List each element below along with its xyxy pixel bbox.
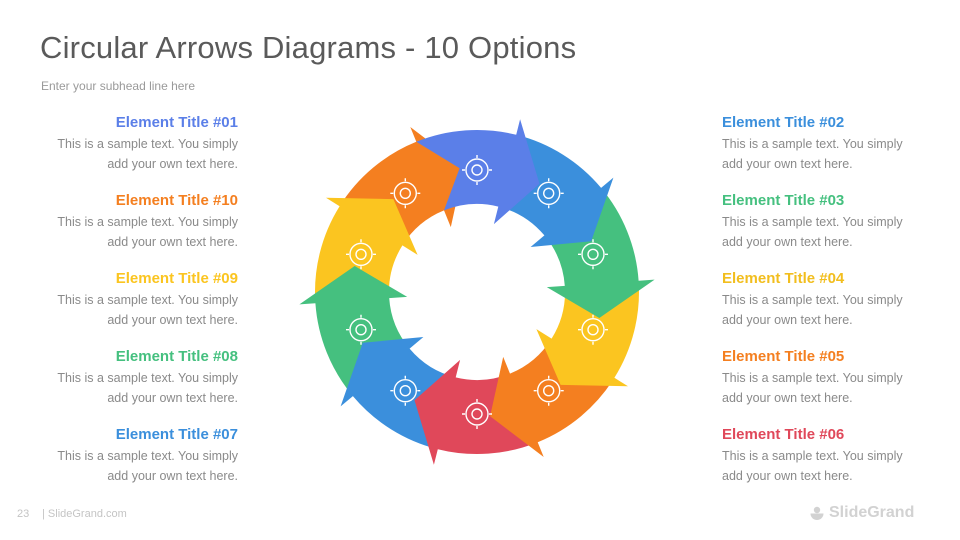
element-08-text: This is a sample text. You simply add yo… [57, 371, 238, 405]
arrow-icons [346, 155, 608, 429]
element-06-title: Element Title #06 [722, 426, 845, 443]
element-08-title: Element Title #08 [115, 348, 238, 365]
arrow-segment-06 [414, 359, 538, 465]
element-10-text: This is a sample text. You simply add yo… [57, 215, 238, 249]
arrow-segment-01 [416, 119, 540, 225]
arrow-segment-07 [340, 337, 456, 450]
footer-site-link[interactable]: | SlideGrand.com [42, 508, 127, 520]
trophy-hand-icon [390, 178, 421, 209]
gear-cycle-icon [346, 239, 376, 270]
element-05-text: This is a sample text. You simply add yo… [722, 371, 903, 405]
slidegrand-logo-icon [810, 506, 824, 520]
element-07-title: Element Title #07 [115, 426, 238, 443]
element-02-title: Element Title #02 [722, 114, 845, 131]
element-04-text: This is a sample text. You simply add yo… [722, 293, 903, 327]
element-07-text: This is a sample text. You simply add yo… [57, 449, 238, 483]
element-04-title: Element Title #04 [722, 270, 845, 287]
element-09-text: This is a sample text. You simply add yo… [57, 293, 238, 327]
element-03-text: This is a sample text. You simply add yo… [722, 215, 903, 249]
element-02-block: Element Title #02 This is a sample text.… [722, 114, 932, 174]
head-gears-icon [390, 375, 421, 406]
element-03-title: Element Title #03 [722, 192, 845, 209]
element-06-text: This is a sample text. You simply add yo… [722, 449, 903, 483]
growth-chart-icon [346, 314, 376, 345]
lightbulb-puzzle-icon [462, 155, 492, 185]
element-05-block: Element Title #05 This is a sample text.… [722, 348, 932, 408]
element-08-block: Element Title #08 This is a sample text.… [28, 348, 238, 408]
clipboard-check-icon [578, 239, 608, 270]
chess-gear-icon [533, 178, 564, 209]
element-01-title: Element Title #01 [115, 114, 238, 131]
arrow-segment-08 [299, 266, 410, 397]
brand-logo-text: SlideGrand [829, 504, 915, 521]
page-subhead: Enter your subhead line here [41, 79, 196, 93]
element-03-block: Element Title #03 This is a sample text.… [722, 192, 932, 252]
element-10-block: Element Title #10 This is a sample text.… [28, 192, 238, 252]
element-01-block: Element Title #01 This is a sample text.… [28, 114, 238, 174]
arrow-segment-05 [490, 338, 615, 457]
element-06-block: Element Title #06 This is a sample text.… [722, 426, 932, 486]
target-audience-icon [462, 399, 492, 429]
element-07-block: Element Title #07 This is a sample text.… [28, 426, 238, 486]
arrow-segment-02 [498, 134, 614, 247]
element-02-text: This is a sample text. You simply add yo… [722, 137, 903, 171]
element-05-title: Element Title #05 [722, 348, 845, 365]
arrow-segment-03 [544, 187, 655, 318]
handshake-team-icon [578, 314, 608, 345]
element-09-title: Element Title #09 [115, 270, 238, 287]
element-04-block: Element Title #04 This is a sample text.… [722, 270, 932, 330]
arrow-segments [299, 119, 655, 465]
element-01-text: This is a sample text. You simply add yo… [57, 137, 238, 171]
page-number: 23 [17, 508, 30, 520]
idea-gear-process-icon [533, 375, 564, 406]
arrow-segment-10 [339, 127, 464, 246]
element-09-block: Element Title #09 This is a sample text.… [28, 270, 238, 330]
brand-logo: SlideGrand [809, 504, 914, 522]
element-10-title: Element Title #10 [115, 192, 238, 209]
page-title: Circular Arrows Diagrams - 10 Options [40, 30, 577, 65]
